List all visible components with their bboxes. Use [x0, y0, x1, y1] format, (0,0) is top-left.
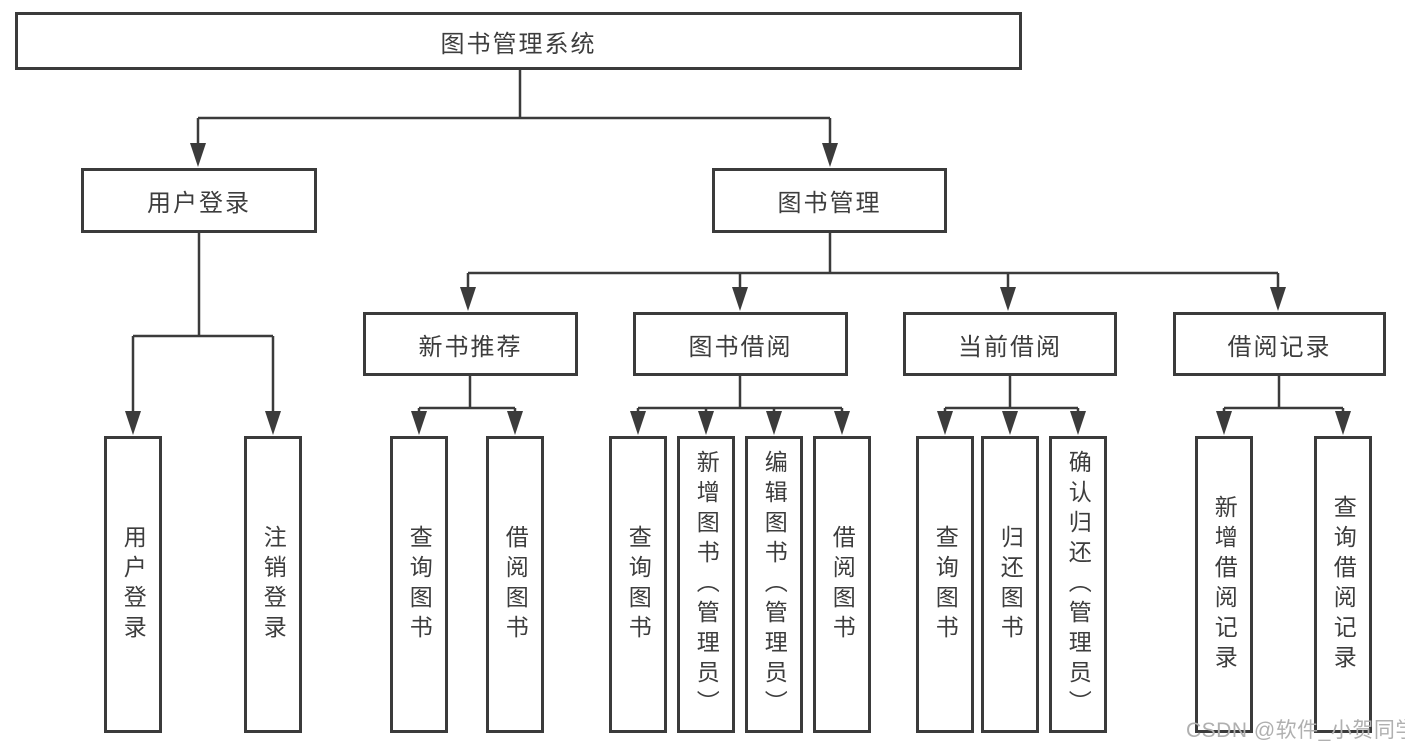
- node-book-borrow: 图书借阅: [633, 312, 848, 376]
- node-root-system: 图书管理系统: [15, 12, 1022, 70]
- leaf-recommend-borrow-book: 借阅图书: [486, 436, 544, 733]
- leaf-label: 用户登录: [120, 524, 147, 645]
- leaf-label: 确认归还（管理员）: [1065, 449, 1092, 720]
- leaf-confirm-return-admin: 确认归还（管理员）: [1049, 436, 1107, 733]
- leaf-label: 查询图书: [406, 524, 433, 645]
- leaf-borrow-query-book: 查询图书: [609, 436, 667, 733]
- leaf-label: 注销登录: [260, 524, 287, 645]
- leaf-borrow-book: 借阅图书: [813, 436, 871, 733]
- node-label: 新书推荐: [418, 333, 523, 361]
- node-new-book-recommend: 新书推荐: [363, 312, 578, 376]
- node-user-login: 用户登录: [81, 168, 317, 233]
- leaf-current-query-book: 查询图书: [916, 436, 974, 733]
- leaf-user-login: 用户登录: [104, 436, 162, 733]
- leaf-label: 查询图书: [932, 524, 959, 645]
- leaf-label: 借阅图书: [829, 524, 856, 645]
- node-current-borrow: 当前借阅: [903, 312, 1117, 376]
- leaf-recommend-query-book: 查询图书: [390, 436, 448, 733]
- node-label: 图书借阅: [688, 333, 793, 361]
- leaf-label: 借阅图书: [502, 524, 529, 645]
- leaf-return-book: 归还图书: [981, 436, 1039, 733]
- leaf-label: 新增借阅记录: [1211, 494, 1238, 675]
- node-label: 图书管理系统: [440, 30, 597, 58]
- node-label: 图书管理: [777, 190, 882, 217]
- csdn-watermark: CSDN @软件_小贺同学: [1186, 719, 1405, 742]
- leaf-edit-book-admin: 编辑图书（管理员）: [745, 436, 803, 733]
- node-label: 用户登录: [147, 190, 251, 217]
- node-label: 当前借阅: [958, 333, 1062, 361]
- leaf-label: 查询借阅记录: [1330, 494, 1357, 675]
- node-label: 借阅记录: [1227, 333, 1332, 361]
- leaf-label: 查询图书: [625, 524, 652, 645]
- leaf-query-borrow-record: 查询借阅记录: [1314, 436, 1372, 733]
- leaf-add-book-admin: 新增图书（管理员）: [677, 436, 735, 733]
- leaf-label: 新增图书（管理员）: [693, 449, 720, 720]
- node-book-management: 图书管理: [712, 168, 947, 233]
- leaf-label: 编辑图书（管理员）: [761, 449, 788, 720]
- leaf-label: 归还图书: [997, 524, 1024, 645]
- leaf-logout: 注销登录: [244, 436, 302, 733]
- leaf-add-borrow-record: 新增借阅记录: [1195, 436, 1253, 733]
- node-borrow-record: 借阅记录: [1173, 312, 1386, 376]
